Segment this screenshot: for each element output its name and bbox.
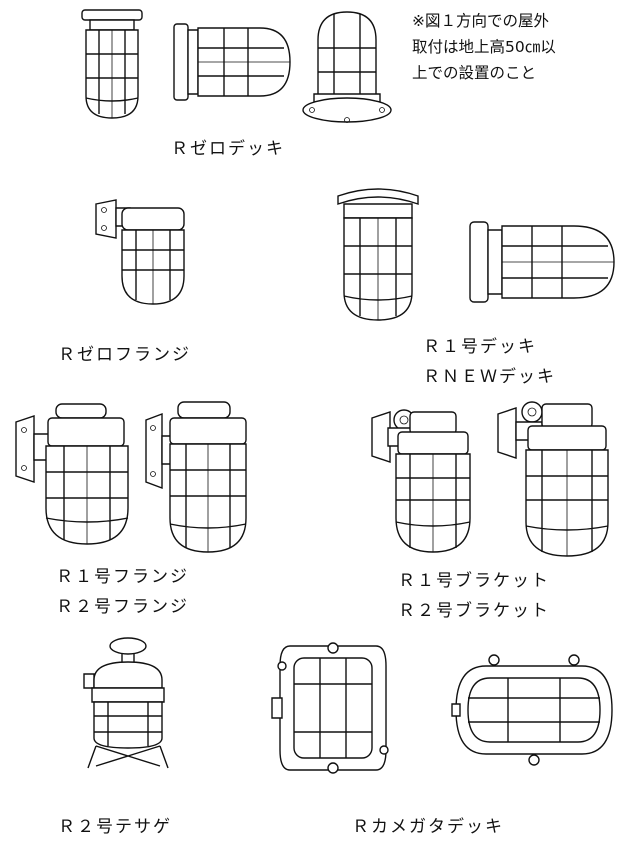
label-r2-bracket: Ｒ２号ブラケット <box>398 601 550 621</box>
r2-tesage-hand-lamp-icon <box>82 636 174 772</box>
r-kamegata-deck-horizontal-lamp-icon <box>452 652 616 768</box>
note-line-1: ※図１方向での屋外 <box>412 12 549 30</box>
label-r1-flange: Ｒ１号フランジ <box>56 567 189 587</box>
r2-bracket-lamp-icon <box>496 400 616 560</box>
r1-flange-lamp-icon <box>12 400 136 550</box>
note-line-2: 取付は地上高50㎝以 <box>412 38 556 56</box>
label-r1-deck: Ｒ１号デッキ <box>423 337 537 357</box>
label-r2-flange: Ｒ２号フランジ <box>56 597 189 617</box>
r-zero-deck-hanging-lamp-icon <box>72 6 152 126</box>
label-r2-tesage: Ｒ２号テサゲ <box>58 817 172 837</box>
r-new-deck-wall-lamp-icon <box>466 214 618 310</box>
r-kamegata-deck-vertical-lamp-icon <box>270 640 396 776</box>
r1-deck-hanging-lamp-icon <box>332 184 424 326</box>
label-r-kamegata-deck: Ｒカメガタデッキ <box>352 817 504 837</box>
label-r-new-deck: ＲＮＥＷデッキ <box>423 367 556 387</box>
r2-flange-lamp-icon <box>142 400 252 558</box>
label-r-zero-deck: Ｒゼロデッキ <box>171 139 285 159</box>
r-zero-deck-ceiling-lamp-icon <box>300 6 394 126</box>
r-zero-flange-lamp-icon <box>92 198 196 310</box>
r-zero-deck-wall-lamp-icon <box>170 14 296 110</box>
label-r-zero-flange: Ｒゼロフランジ <box>58 345 191 365</box>
label-r1-bracket: Ｒ１号ブラケット <box>398 571 550 591</box>
r1-bracket-lamp-icon <box>370 408 478 558</box>
installation-note: ※図１方向での屋外 取付は地上高50㎝以 上での設置のこと <box>412 8 634 86</box>
note-line-3: 上での設置のこと <box>412 64 537 82</box>
